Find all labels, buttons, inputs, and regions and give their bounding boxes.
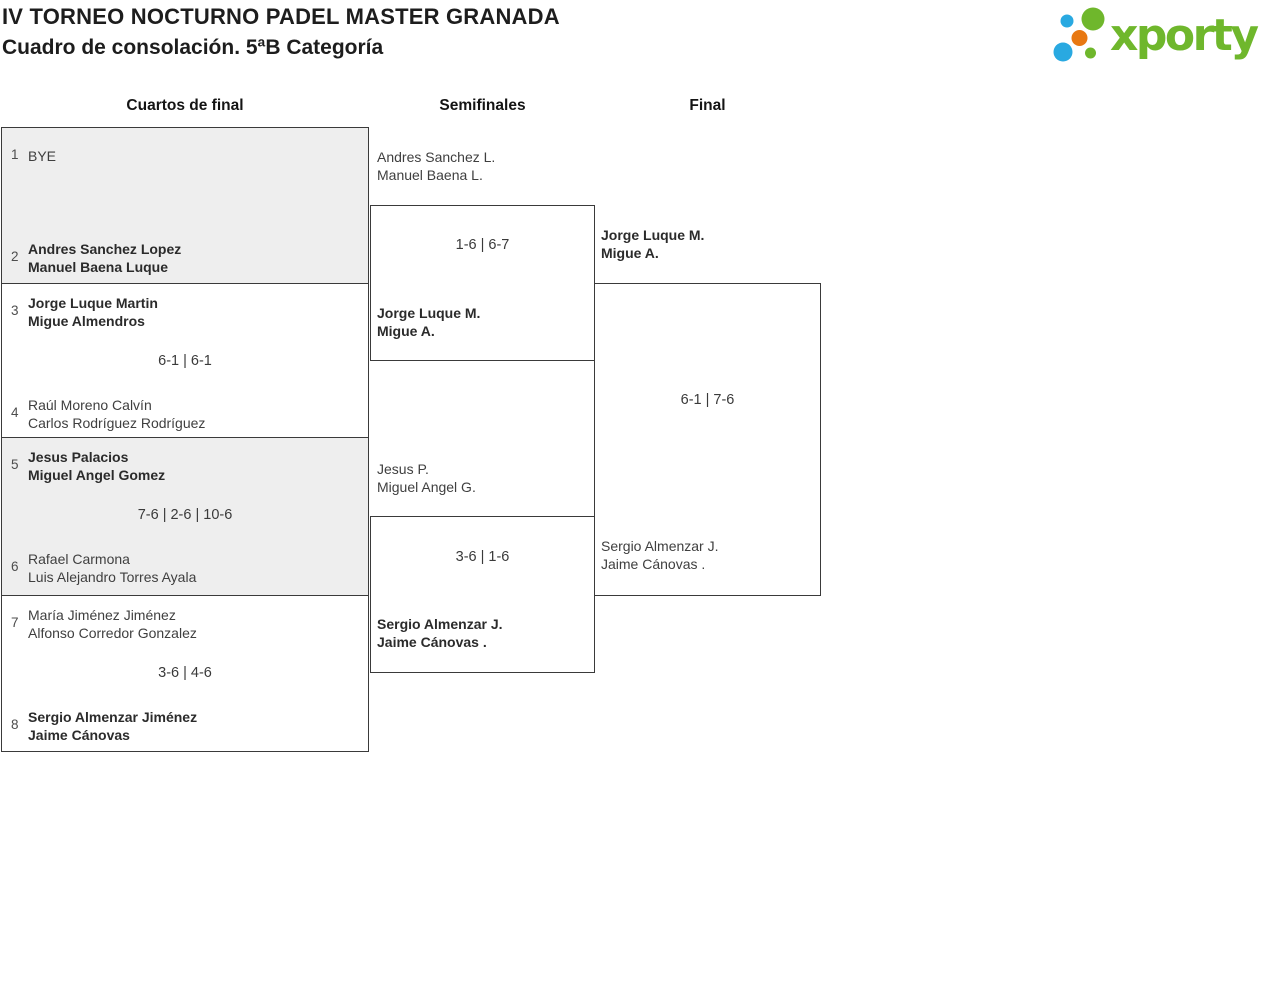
page-subtitle: Cuadro de consolación. 5ªB Categoría: [2, 36, 384, 59]
match-score: 6-1 | 6-1: [158, 353, 212, 369]
team-name: Jorge Luque M. Migue A.: [601, 227, 705, 261]
qf-match-2: 3 Jorge Luque Martin Migue Almendros 6-1…: [1, 283, 369, 438]
qf-match-3: 5 Jesus Palacios Miguel Angel Gomez 7-6 …: [1, 437, 369, 596]
team-name: Jesus P. Miguel Angel G.: [377, 461, 476, 495]
seed-number: 4: [11, 405, 19, 420]
team-name: Jesus Palacios Miguel Angel Gomez: [28, 449, 166, 483]
round-header-final: Final: [689, 97, 726, 114]
team-name: Sergio Almenzar Jiménez Jaime Cánovas: [28, 709, 198, 743]
round-header-semifinales: Semifinales: [439, 97, 526, 114]
match-score: 3-6 | 4-6: [158, 665, 212, 681]
qf-match-4: 7 María Jiménez Jiménez Alfonso Corredor…: [1, 595, 369, 752]
seed-number: 8: [11, 717, 19, 732]
match-score: 7-6 | 2-6 | 10-6: [137, 507, 233, 523]
team-name: BYE: [28, 148, 57, 164]
team-name: Jorge Luque Martin Migue Almendros: [28, 295, 158, 329]
team-name: Sergio Almenzar J. Jaime Cánovas .: [377, 616, 503, 650]
seed-number: 1: [11, 147, 19, 162]
seed-number: 2: [11, 249, 19, 264]
seed-number: 6: [11, 559, 19, 574]
xporty-logo-dots-icon: [1053, 7, 1105, 62]
team-name: Rafael Carmona Luis Alejandro Torres Aya…: [28, 551, 197, 585]
team-name: Raúl Moreno Calvín Carlos Rodríguez Rodr…: [28, 397, 206, 431]
team-name: María Jiménez Jiménez Alfonso Corredor G…: [28, 607, 197, 641]
round-header-cuartos: Cuartos de final: [126, 97, 244, 114]
page-title: IV TORNEO NOCTURNO PADEL MASTER GRANADA: [2, 4, 560, 29]
seed-number: 7: [11, 615, 19, 630]
xporty-logo-text: xporty: [1110, 10, 1259, 61]
seed-number: 5: [11, 457, 19, 472]
match-score: 6-1 | 7-6: [680, 392, 735, 408]
qf-match-1: 1 BYE 2 Andres Sanchez Lopez Manuel Baen…: [1, 127, 369, 284]
team-name: Jorge Luque M. Migue A.: [377, 305, 481, 339]
final-match-box: [594, 283, 821, 596]
match-score: 3-6 | 1-6: [455, 549, 510, 565]
team-name: Andres Sanchez L. Manuel Baena L.: [377, 149, 496, 183]
seed-number: 3: [11, 303, 19, 318]
team-name: Andres Sanchez Lopez Manuel Baena Luque: [28, 241, 182, 275]
match-score: 1-6 | 6-7: [455, 237, 510, 253]
team-name: Sergio Almenzar J. Jaime Cánovas .: [601, 538, 719, 572]
